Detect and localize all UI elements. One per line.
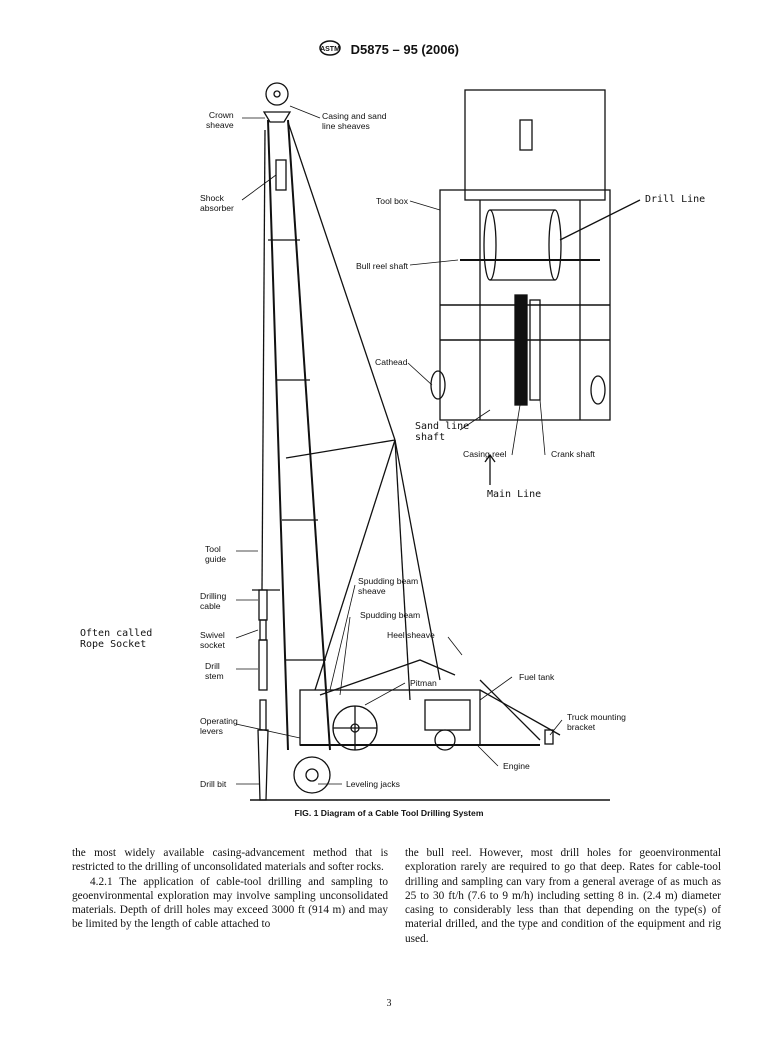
page-header: ASTM D5875 – 95 (2006) xyxy=(0,40,778,59)
tool-guide-label: Tool guide xyxy=(205,544,227,564)
left-paragraph-1: the most widely available casing-advance… xyxy=(72,847,388,874)
swivel-socket-label: Swivel socket xyxy=(200,630,225,650)
left-paragraph-2: 4.2.1 The application of cable-tool dril… xyxy=(72,875,388,931)
crown-sheave-label: Crown sheave xyxy=(206,110,234,130)
sand-line-shaft-label: Sand line shaft xyxy=(415,421,470,443)
cathead-label: Cathead xyxy=(375,357,408,367)
casing-sand-sheaves-label: Casing and sand line sheaves xyxy=(322,111,387,131)
cable-tool-figure: Crown sheave Casing and sand line sheave… xyxy=(80,82,706,801)
truck-mounting-bracket-label: Truck mounting bracket xyxy=(567,712,626,732)
rope-socket-note: Often called Rope Socket xyxy=(80,628,153,650)
astm-logo-icon: ASTM xyxy=(319,40,341,59)
drilling-cable-label: Drilling cable xyxy=(200,591,227,611)
engine-label: Engine xyxy=(503,761,530,771)
heel-sheave-label: Heel sheave xyxy=(387,630,435,640)
main-line-label: Main Line xyxy=(487,489,542,500)
fuel-tank-label: Fuel tank xyxy=(519,672,555,682)
figure-caption: FIG. 1 Diagram of a Cable Tool Drilling … xyxy=(294,808,484,818)
right-paragraph-1: the bull reel. However, most drill holes… xyxy=(405,847,721,945)
shock-absorber-label: Shock absorber xyxy=(200,193,234,213)
pitman-label: Pitman xyxy=(410,678,437,688)
operating-levers-label: Operating levers xyxy=(200,716,238,736)
drilling-rig-drawing xyxy=(235,82,641,801)
drill-line-label: Drill Line xyxy=(645,194,706,205)
bull-reel-shaft-label: Bull reel shaft xyxy=(356,261,409,271)
right-column: the bull reel. However, most drill holes… xyxy=(405,846,721,946)
leveling-jacks-label: Leveling jacks xyxy=(346,779,400,789)
spudding-beam-sheave-label: Spudding beam sheave xyxy=(358,576,419,596)
drill-bit-label: Drill bit xyxy=(200,779,227,789)
casing-reel-label: Casing reel xyxy=(463,449,507,459)
tool-box-label: Tool box xyxy=(376,196,409,206)
left-column: the most widely available casing-advance… xyxy=(72,846,388,932)
page-number: 3 xyxy=(386,998,392,1009)
spudding-beam-label: Spudding beam xyxy=(360,610,421,620)
drill-stem-label: Drill stem xyxy=(205,661,224,681)
svg-text:ASTM: ASTM xyxy=(320,46,340,53)
crank-shaft-label: Crank shaft xyxy=(551,449,595,459)
standard-designation: D5875 – 95 (2006) xyxy=(350,42,460,57)
